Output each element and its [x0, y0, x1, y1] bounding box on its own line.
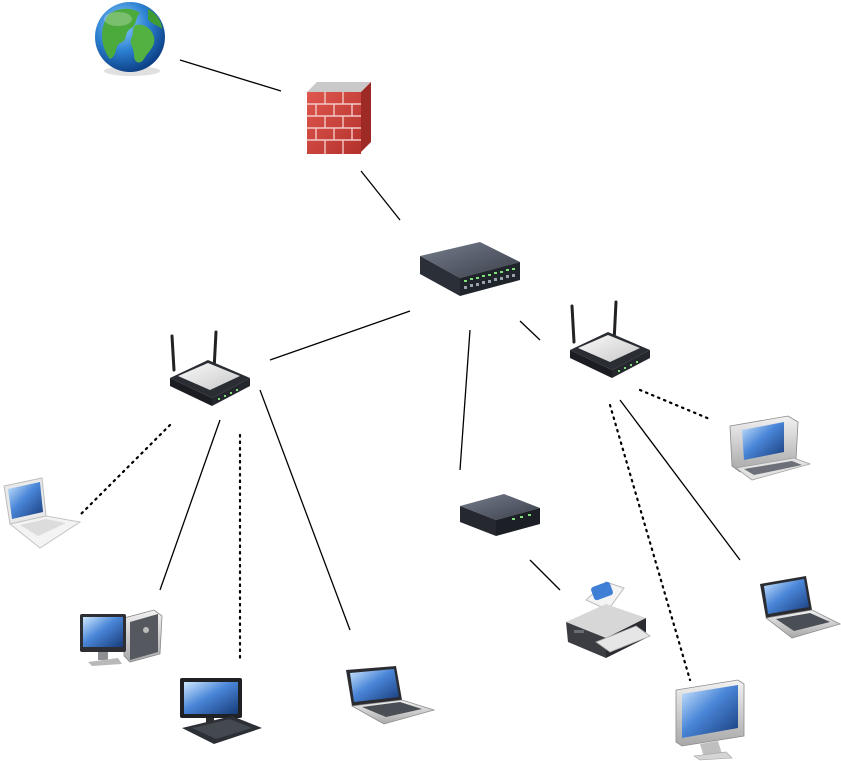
network-switch-icon	[420, 242, 520, 296]
link-access-point-right-laptop-right	[619, 399, 741, 561]
wireless-link-access-point-right-imac	[608, 403, 692, 682]
link-access-point-left-laptop-bottom	[259, 389, 351, 631]
link-core-switch-access-point-right	[519, 320, 541, 341]
tablet-laptop-icon	[180, 678, 262, 744]
printer-icon	[566, 581, 651, 658]
laptop-icon	[760, 576, 841, 639]
wireless-link-access-point-left-laptop-white	[78, 423, 172, 517]
laptop-icon	[346, 666, 436, 725]
link-core-switch-small-switch	[459, 329, 471, 471]
link-core-switch-access-point-left	[269, 310, 411, 361]
link-access-point-left-desktop-pc	[159, 419, 221, 591]
wireless-router-icon	[570, 300, 650, 378]
globe-icon	[95, 2, 165, 76]
firewall-icon	[307, 82, 371, 154]
links	[159, 59, 741, 631]
link-small-switch-printer	[529, 559, 561, 591]
wireless-link-access-point-right-pda	[638, 388, 714, 422]
wireless-links	[78, 388, 714, 682]
link-firewall-core-switch	[360, 170, 401, 221]
imac-icon	[675, 679, 745, 761]
white-laptop-icon	[3, 477, 82, 549]
handheld-device-icon	[729, 415, 812, 481]
small-switch-icon	[460, 494, 540, 536]
link-internet-firewall	[179, 59, 282, 92]
desktop-computer-icon	[80, 609, 163, 666]
wireless-router-icon	[170, 330, 250, 406]
